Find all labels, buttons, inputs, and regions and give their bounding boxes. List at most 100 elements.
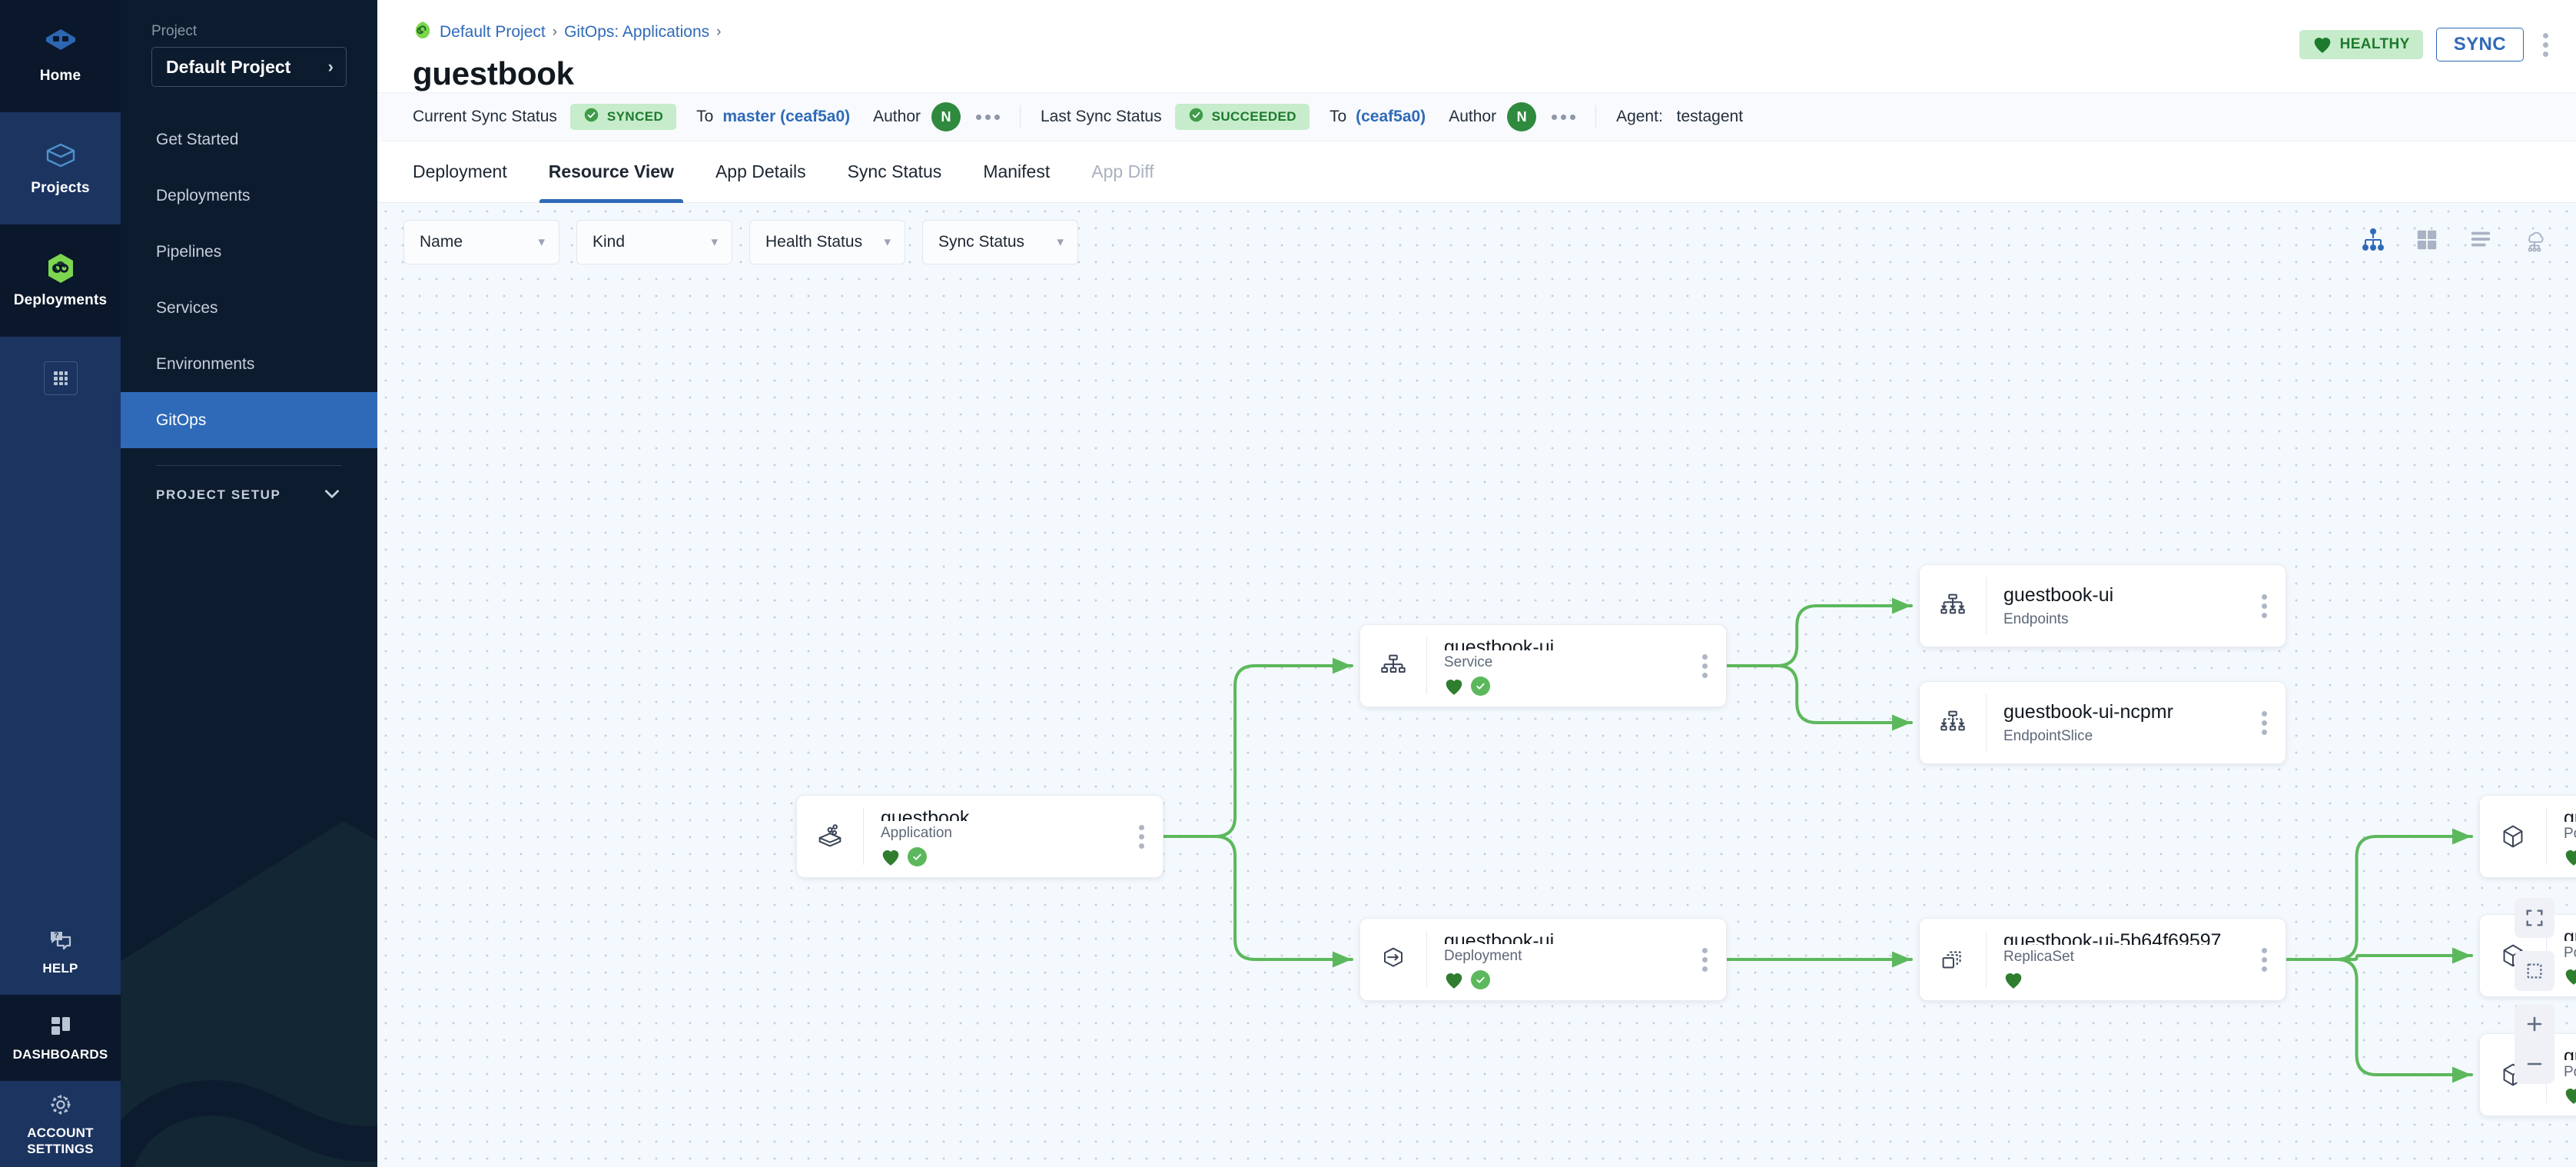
tab-app-details[interactable]: App Details	[695, 141, 827, 203]
project-selector[interactable]: Default Project ›	[151, 47, 347, 87]
tree-view-icon[interactable]	[2358, 224, 2388, 255]
sidebar-item-gitops[interactable]: GitOps	[121, 392, 377, 448]
main-content: Default Project › GitOps: Applications ›…	[377, 0, 2576, 1167]
apps-grid-icon	[43, 361, 78, 395]
avatar: N	[1507, 102, 1537, 131]
rail-item-label: DASHBOARDS	[12, 1047, 108, 1062]
node-title: guestbook-ui	[2003, 584, 2114, 607]
filter-name[interactable]: Name ▾	[403, 220, 559, 264]
node-overflow-menu[interactable]	[2242, 919, 2286, 1000]
rail-apps-launcher[interactable]	[0, 337, 121, 420]
filter-health-status[interactable]: Health Status ▾	[749, 220, 905, 264]
tab-deployment[interactable]: Deployment	[413, 141, 528, 203]
last-sync-status-label: Last Sync Status	[1041, 108, 1162, 125]
node-kind: Application	[881, 825, 952, 841]
zoom-in-out-group	[2515, 1004, 2554, 1084]
kebab-vertical-icon[interactable]	[2537, 28, 2554, 62]
sidebar-item-label: Get Started	[156, 130, 239, 148]
breadcrumb-item-default-project[interactable]: Default Project	[440, 23, 546, 41]
agent-info: Agent: testagent	[1616, 108, 1743, 126]
zoom-in-icon[interactable]	[2515, 1004, 2554, 1044]
breadcrumb-item-gitops-applications[interactable]: GitOps: Applications	[564, 23, 710, 41]
zoom-out-icon[interactable]	[2515, 1044, 2554, 1084]
last-sync-overflow-icon[interactable]	[1552, 114, 1576, 120]
rail-item-deployments[interactable]: Deployments	[0, 224, 121, 337]
current-sync-revision[interactable]: master (ceaf5a0)	[722, 108, 851, 125]
filter-sync-status[interactable]: Sync Status ▾	[922, 220, 1078, 264]
project-sidebar: Project Default Project › Get Started De…	[121, 0, 377, 1167]
node-divider	[1986, 931, 1987, 988]
node-status-badges	[2564, 1086, 2576, 1105]
graph-edge-app-to-svc	[1162, 657, 1353, 838]
node-status-badges	[1444, 677, 1683, 696]
node-body: guestbook-ui-5b64f6959…Pod	[2547, 915, 2576, 996]
grid-view-icon[interactable]	[2412, 224, 2442, 255]
sync-check-icon	[908, 847, 927, 866]
node-overflow-menu[interactable]	[1120, 796, 1163, 877]
last-sync-revision[interactable]: (ceaf5a0)	[1356, 108, 1426, 125]
sidebar-project-label: Project	[151, 23, 198, 39]
node-divider	[863, 808, 864, 865]
current-sync-overflow-icon[interactable]	[976, 114, 1000, 120]
network-cloud-icon[interactable]	[2519, 224, 2550, 255]
sidebar-item-get-started[interactable]: Get Started	[121, 111, 377, 168]
check-circle-icon	[1188, 107, 1204, 127]
sidebar-item-label: Services	[156, 298, 218, 317]
resource-graph-canvas[interactable]: Name ▾ Kind ▾ Health Status ▾ Sync Statu…	[377, 203, 2576, 1167]
rail-item-dashboards[interactable]: DASHBOARDS	[0, 995, 121, 1081]
rail-item-help[interactable]: ? HELP	[0, 909, 121, 995]
list-view-icon[interactable]	[2465, 224, 2496, 255]
node-title: guestbook-ui-5b64f6959…	[2564, 1046, 2576, 1060]
fullscreen-icon[interactable]	[2515, 898, 2554, 938]
sidebar-content: Project Default Project › Get Started De…	[121, 23, 377, 524]
node-overflow-menu[interactable]	[1683, 919, 1726, 1000]
rail-item-label: HELP	[42, 961, 78, 976]
sidebar-item-environments[interactable]: Environments	[121, 336, 377, 392]
node-overflow-menu[interactable]	[2242, 565, 2286, 647]
rail-item-account-settings[interactable]: ACCOUNT SETTINGS	[0, 1081, 121, 1167]
node-status-badges	[2003, 971, 2242, 989]
sync-status-strip: Current Sync Status SYNCED To master (ce…	[377, 92, 2576, 141]
node-overflow-menu[interactable]	[2242, 682, 2286, 763]
sidebar-item-deployments[interactable]: Deployments	[121, 168, 377, 224]
node-divider	[1986, 577, 1987, 634]
select-region-icon[interactable]	[2515, 951, 2554, 991]
rail-item-projects[interactable]: Projects	[0, 112, 121, 224]
page-title: guestbook	[413, 55, 574, 91]
sidebar-item-pipelines[interactable]: Pipelines	[121, 224, 377, 280]
tab-manifest[interactable]: Manifest	[962, 141, 1071, 203]
deployments-icon	[44, 251, 78, 285]
chevron-down-icon	[322, 484, 342, 507]
graph-node-pod1[interactable]: guestbook-ui-5b64f6959…Pod	[2479, 795, 2576, 878]
node-kind: Endpoints	[2003, 610, 2069, 627]
sidebar-item-services[interactable]: Services	[121, 280, 377, 336]
sync-button[interactable]: SYNC	[2435, 28, 2524, 62]
agent-value: testagent	[1676, 108, 1744, 125]
tab-resource-view[interactable]: Resource View	[528, 141, 695, 203]
node-kind: Pod	[2564, 826, 2576, 842]
page-header: Default Project › GitOps: Applications ›…	[377, 0, 2576, 92]
node-overflow-menu[interactable]	[1683, 625, 1726, 707]
sidebar-section-project-setup[interactable]: PROJECT SETUP	[121, 466, 377, 524]
node-kind: ReplicaSet	[2003, 949, 2074, 965]
heart-icon	[2312, 35, 2332, 54]
graph-edge-rs-to-pod3	[2285, 958, 2473, 1083]
tab-sync-status[interactable]: Sync Status	[827, 141, 963, 203]
rail-item-home[interactable]: Home	[0, 0, 121, 112]
node-status-badges	[1444, 970, 1683, 989]
breadcrumb-separator: ›	[716, 24, 722, 40]
tab-label: Manifest	[983, 161, 1051, 181]
filter-kind[interactable]: Kind ▾	[576, 220, 732, 264]
node-kind: Deployment	[1444, 948, 1522, 964]
